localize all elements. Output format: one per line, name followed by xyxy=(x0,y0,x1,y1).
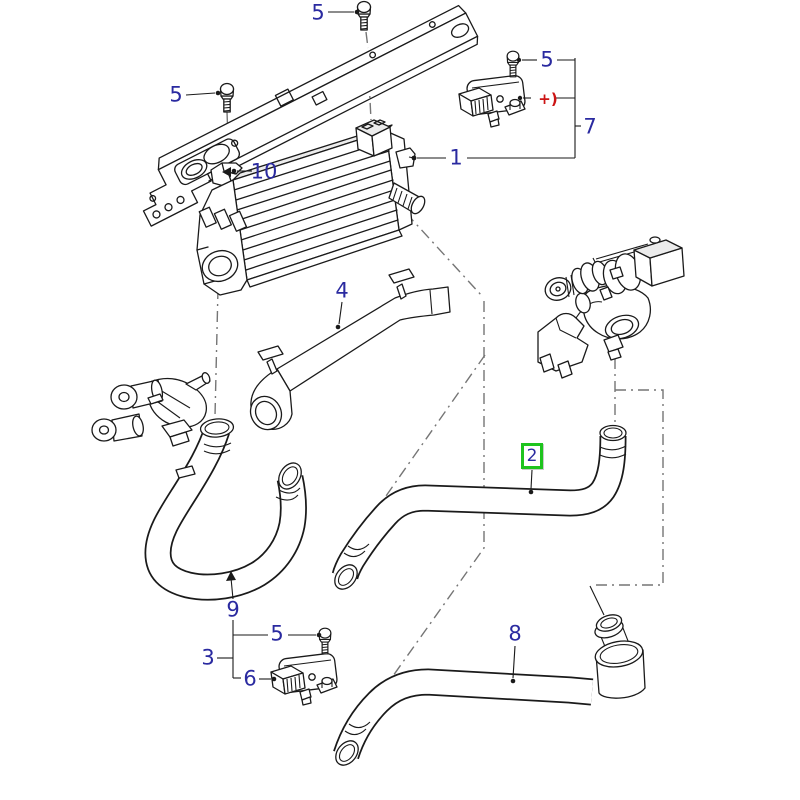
callout-3[interactable]: 3 xyxy=(201,645,215,670)
callout-2-highlight-box[interactable]: 2 xyxy=(521,443,543,469)
charge-air-duct xyxy=(249,268,451,431)
callout-5-left[interactable]: 5 xyxy=(169,82,183,107)
callout-4[interactable]: 4 xyxy=(335,278,349,303)
callout-10[interactable]: 10 xyxy=(250,159,278,184)
air-hose-8 xyxy=(333,614,646,766)
callout-plus[interactable]: +) xyxy=(538,90,558,108)
charge-air-hose-2 xyxy=(331,424,627,590)
bolt-top xyxy=(356,0,372,31)
turbocharger-assembly xyxy=(537,236,685,379)
callout-1[interactable]: 1 xyxy=(449,145,463,170)
bolt-sensor-upper xyxy=(506,50,520,78)
intercooler xyxy=(196,119,426,296)
solenoid-valve-assembly xyxy=(91,372,211,447)
callout-2: 2 xyxy=(526,445,538,466)
callout-7[interactable]: 7 xyxy=(583,114,597,139)
callout-6[interactable]: 6 xyxy=(243,666,257,691)
map-sensor-upper xyxy=(458,72,527,128)
callout-9[interactable]: 9 xyxy=(226,597,240,622)
callout-5-top[interactable]: 5 xyxy=(311,0,325,25)
leader-lines xyxy=(185,9,581,684)
map-sensor-lower xyxy=(270,650,339,706)
callout-5-upper-right[interactable]: 5 xyxy=(540,47,554,72)
callout-8[interactable]: 8 xyxy=(508,621,522,646)
bolt-sensor-lower xyxy=(318,627,332,655)
callout-5-bottom[interactable]: 5 xyxy=(270,621,284,646)
bolt-left xyxy=(219,82,235,113)
hose-loop-9 xyxy=(144,418,307,601)
